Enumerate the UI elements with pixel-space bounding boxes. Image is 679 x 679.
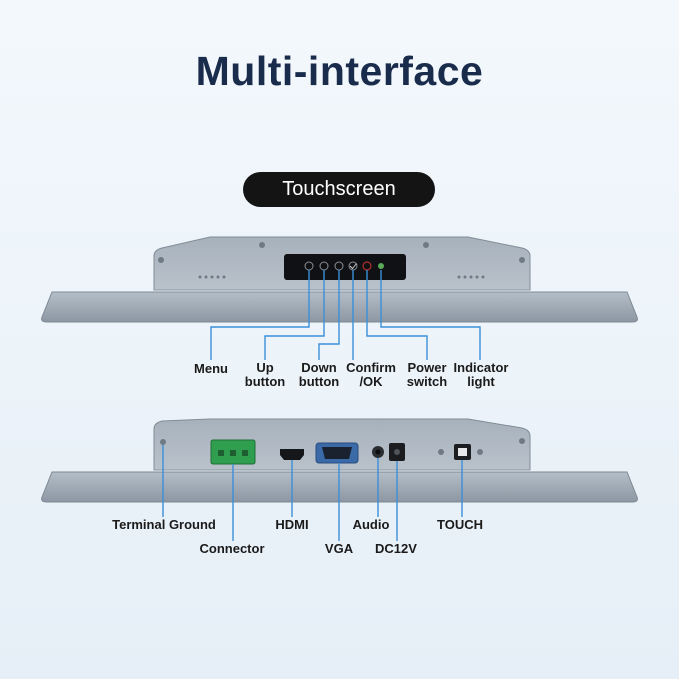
label-menu: Menu: [194, 361, 228, 376]
control-button-icons: [304, 261, 384, 271]
dc-power-port-icon: [389, 443, 405, 461]
screw-icon: [158, 242, 525, 263]
label-audio: Audio: [352, 517, 390, 532]
label-dc12v: DC12V: [375, 541, 417, 556]
vga-port-icon: [315, 442, 359, 464]
control-panel: [284, 254, 406, 280]
touchscreen-badge: Touchscreen: [243, 172, 435, 207]
callout-lines-top: [210, 270, 481, 360]
audio-jack-icon: [372, 446, 384, 458]
page-title: Multi-interface: [195, 48, 484, 94]
label-touch: TOUCH: [437, 517, 483, 532]
screw-icon: [160, 438, 525, 455]
label-vga: VGA: [324, 541, 354, 556]
callout-lines-bottom: [162, 445, 463, 541]
monitor-top-view: [41, 236, 638, 360]
terminal-connector-icon: [210, 439, 256, 465]
label-terminal-ground: Terminal Ground: [112, 517, 216, 532]
usb-touch-port-icon: [454, 444, 471, 460]
label-hdmi: HDMI: [275, 517, 309, 532]
vent-icon: [198, 275, 485, 279]
hdmi-port-icon: [280, 449, 304, 460]
label-connector: Connector: [199, 541, 265, 556]
monitor-bottom-view: [41, 418, 638, 541]
label-confirm-ok: Confirm/OK: [346, 360, 396, 389]
